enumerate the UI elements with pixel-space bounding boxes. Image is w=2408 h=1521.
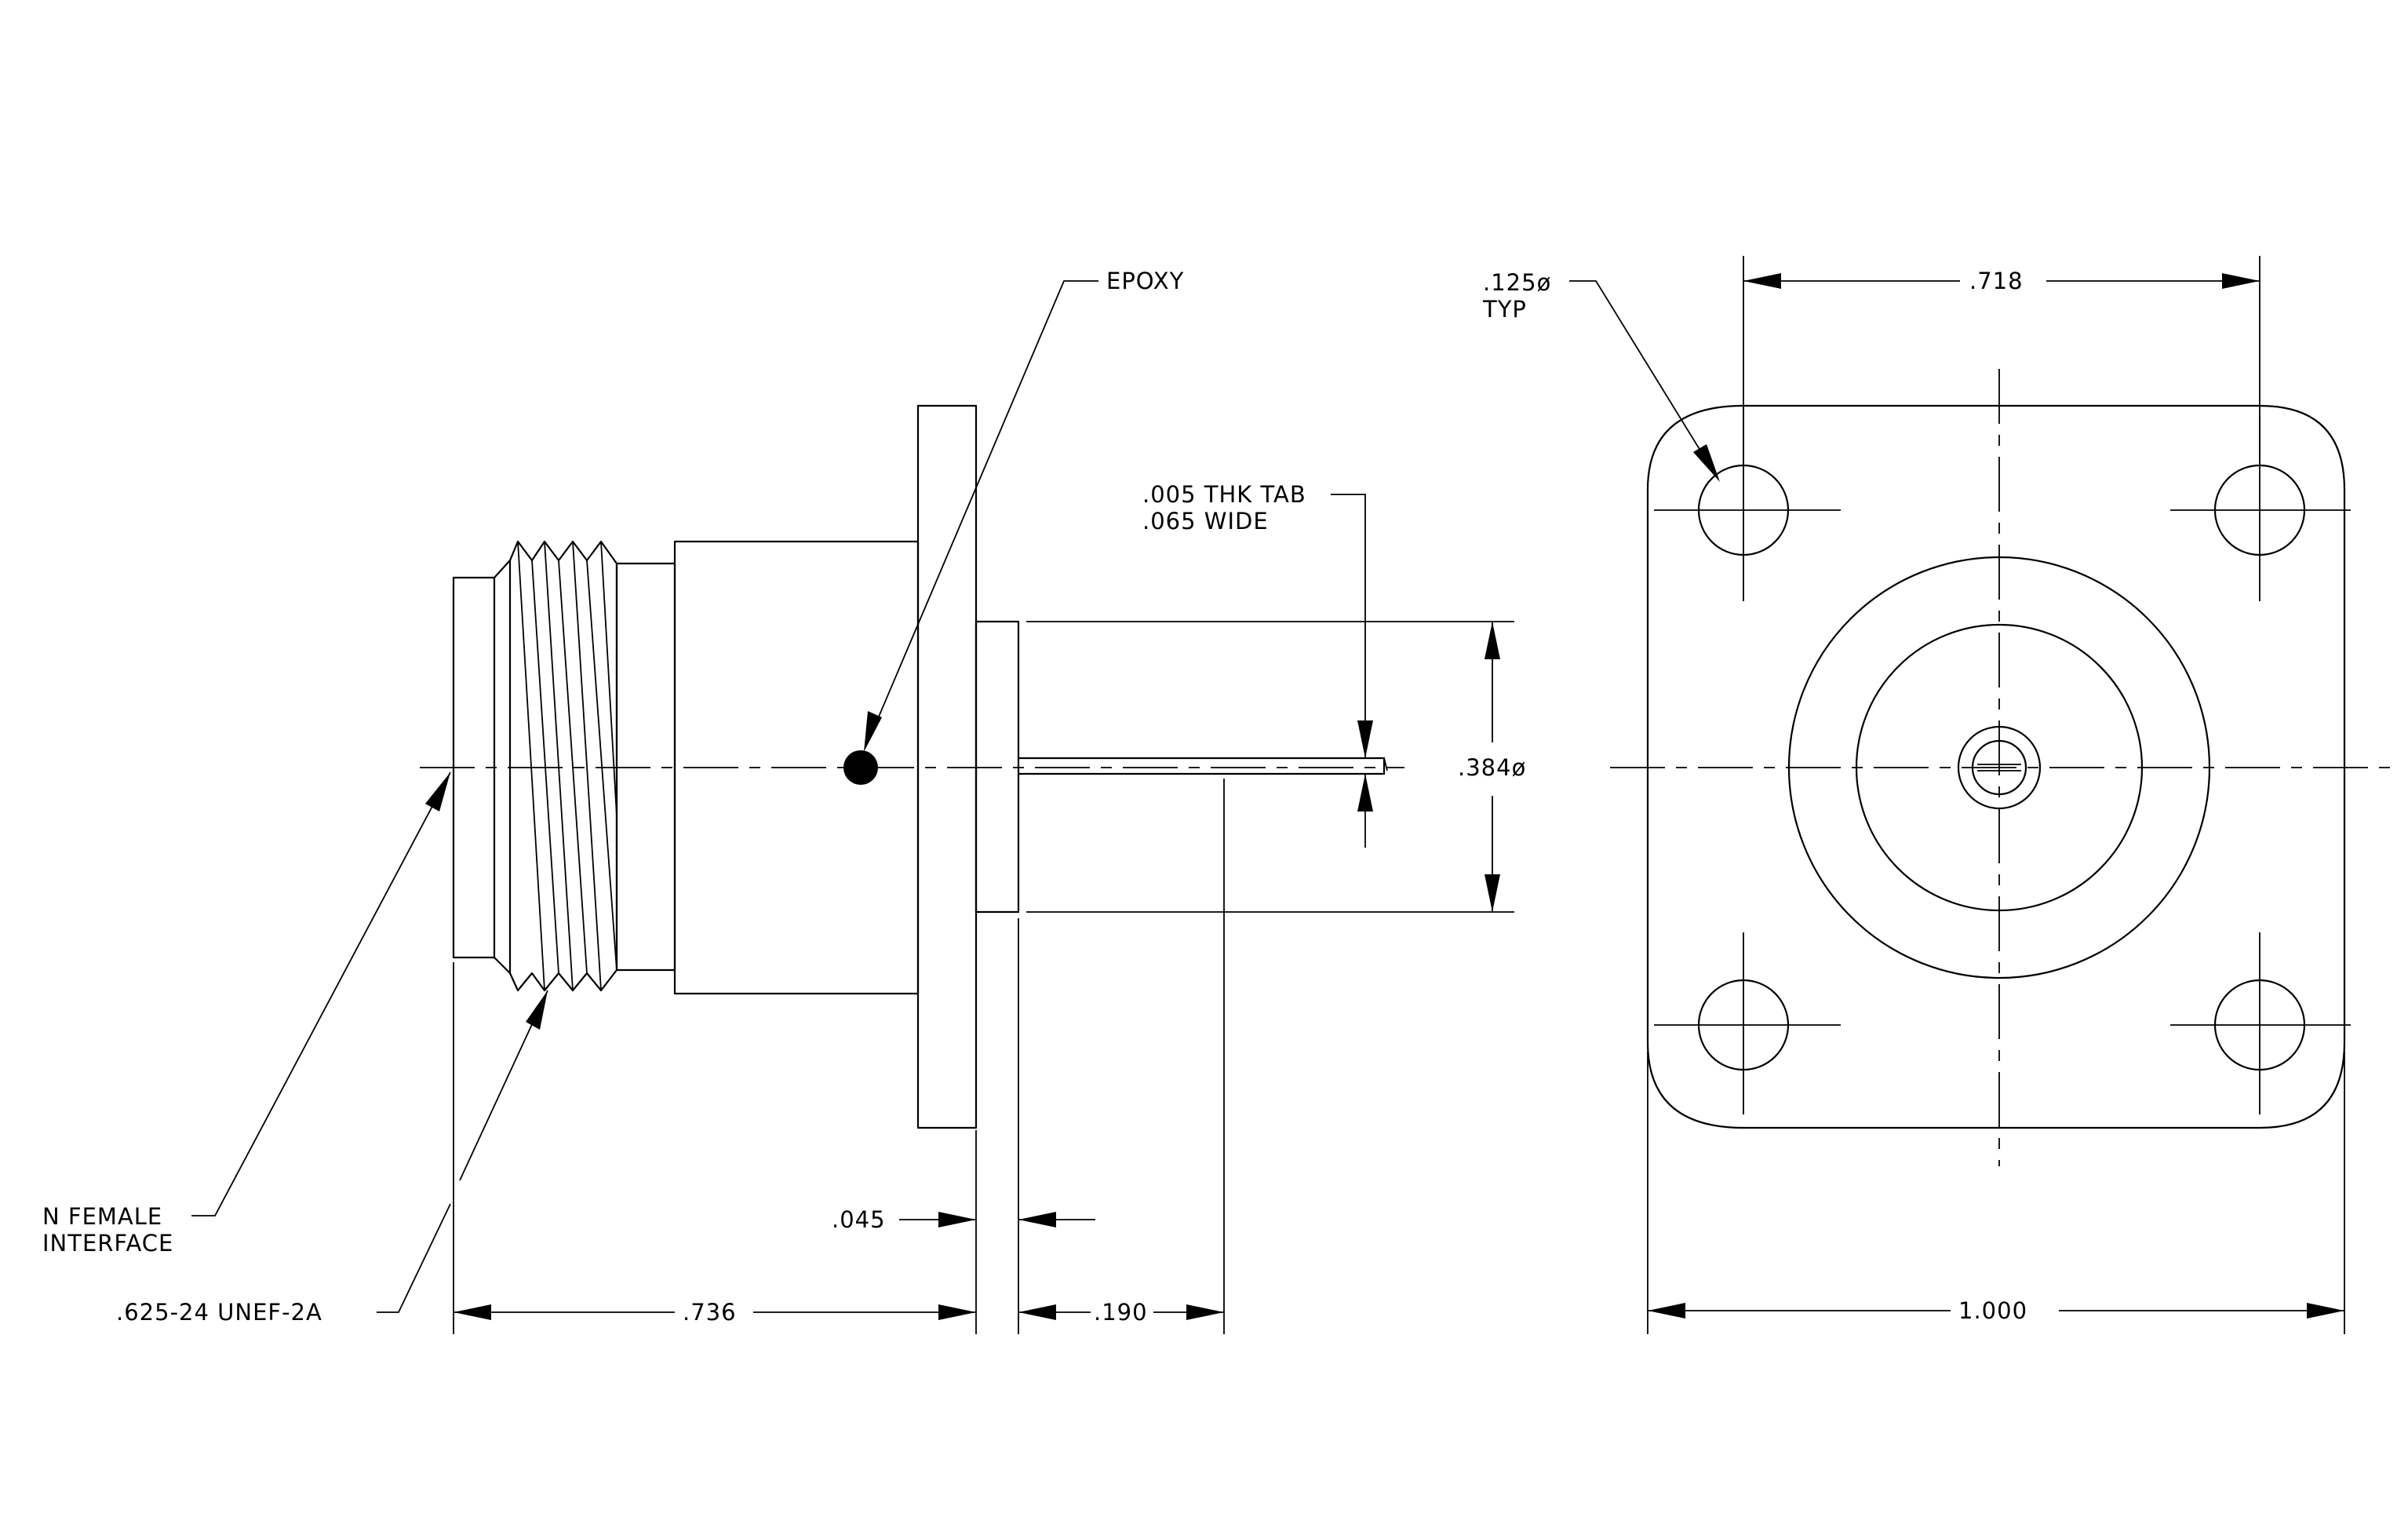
front-view [1610,369,2401,1166]
front-dimensions [1569,256,2345,1334]
hole-diameter-label: .125ø [1483,269,1551,296]
interface-label-line2: INTERFACE [42,1230,173,1257]
tab-thickness-label: .005 THK TAB [1142,481,1306,508]
body-length-label: .736 [683,1299,737,1326]
thread-relief [615,562,676,972]
interface-label-line1: N FEMALE [42,1203,162,1230]
flange-side [916,404,978,1129]
hole-typ-label: TYP [1482,296,1527,323]
labels: EPOXY .005 THK TAB .065 WIDE .384ø .125ø… [42,268,2027,1326]
epoxy-label: EPOXY [1106,268,1184,294]
flange-thickness-label: .045 [832,1206,886,1233]
insulator-step [974,620,1020,914]
side-dimensions [191,280,1514,1334]
tab-pin [1017,757,1388,775]
thread-section [493,540,618,992]
side-view [420,404,1404,1129]
thread-spec-label: .625-24 UNEF-2A [116,1299,322,1326]
pin-diameter-label: .384ø [1458,754,1526,781]
flange-face [1646,404,2346,1129]
flange-width-label: 1.000 [1958,1297,2027,1324]
hole-spacing-label: .718 [1969,268,2024,294]
pin-length-label: .190 [1094,1299,1148,1326]
tab-width-label: .065 WIDE [1142,508,1269,534]
